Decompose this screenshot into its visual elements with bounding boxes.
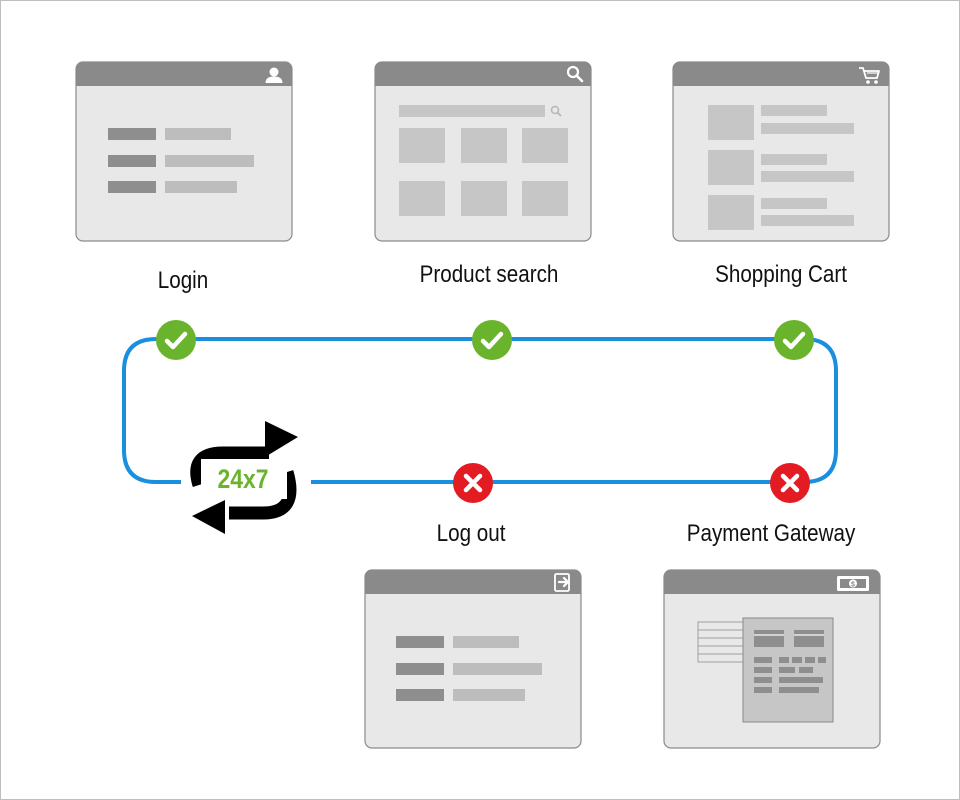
failure-x-icon — [453, 463, 493, 503]
login-window — [75, 61, 293, 242]
user-icon — [265, 67, 283, 83]
search-bar — [399, 105, 562, 117]
step-label-logout: Log out — [437, 520, 507, 547]
svg-text:$: $ — [851, 582, 855, 589]
step-label-search: Product search — [420, 261, 559, 288]
money-icon: $ — [837, 576, 869, 591]
step-label-login: Login — [158, 267, 208, 294]
search-icon — [566, 65, 584, 83]
shopping-cart-window — [672, 61, 890, 242]
step-label-cart: Shopping Cart — [715, 261, 848, 288]
cart-icon — [859, 67, 880, 84]
logout-window — [364, 569, 582, 749]
logout-form-rows — [396, 636, 542, 701]
success-check-icon — [156, 320, 196, 360]
failure-x-icon — [770, 463, 810, 503]
product-grid — [399, 128, 568, 216]
logout-icon — [554, 573, 570, 592]
repeat-arrows-icon — [190, 421, 298, 534]
cart-items — [708, 105, 854, 230]
login-form-rows — [108, 128, 254, 193]
step-label-payment: Payment Gateway — [687, 520, 856, 547]
success-check-icon — [472, 320, 512, 360]
payment-window: $ — [663, 569, 881, 749]
availability-badge-text: 24x7 — [217, 464, 268, 494]
payment-form — [697, 617, 834, 723]
success-check-icon — [774, 320, 814, 360]
product-search-window — [374, 61, 592, 242]
